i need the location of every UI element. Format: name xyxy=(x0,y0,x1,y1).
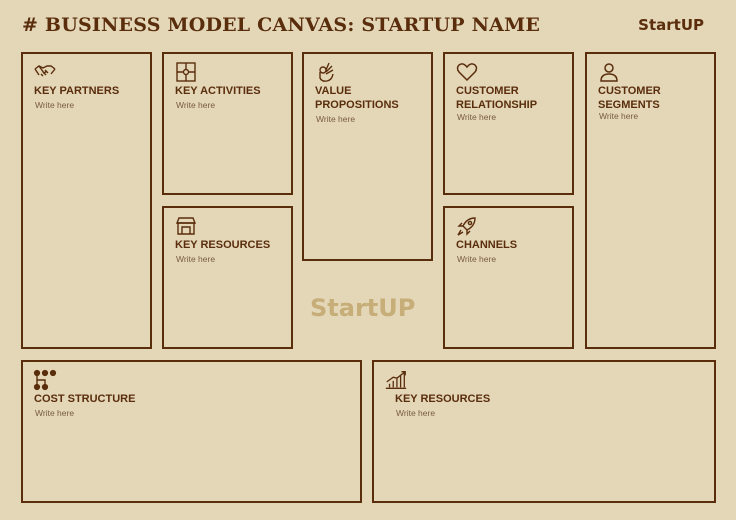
growth-chart-icon xyxy=(384,368,410,392)
puzzle-icon xyxy=(174,60,198,84)
block-title: KEY ACTIVITIES xyxy=(175,85,261,97)
write-here-placeholder[interactable]: Write here xyxy=(176,100,216,110)
brand-logo: StartUP xyxy=(638,16,704,34)
block-customer-segments[interactable]: CUSTOMER SEGMENTS Write here xyxy=(585,52,716,349)
block-title-line: SEGMENTS xyxy=(598,99,660,111)
block-title: VALUE PROPOSITIONS xyxy=(315,84,399,112)
rocket-icon xyxy=(455,214,479,238)
write-here-placeholder[interactable]: Write here xyxy=(35,100,75,110)
block-title: KEY RESOURCES xyxy=(175,239,271,251)
hierarchy-icon xyxy=(33,368,57,392)
block-title: KEY RESOURCES xyxy=(395,393,491,405)
store-icon xyxy=(174,214,198,238)
block-title-line: RELATIONSHIP xyxy=(456,99,538,111)
block-title-line: VALUE xyxy=(315,85,352,97)
ok-hand-icon xyxy=(314,60,338,84)
write-here-placeholder[interactable]: Write here xyxy=(35,408,75,418)
heart-icon xyxy=(455,60,479,84)
write-here-placeholder[interactable]: Write here xyxy=(176,254,216,264)
user-icon xyxy=(597,60,621,84)
handshake-icon xyxy=(33,60,57,84)
write-here-placeholder[interactable]: Write here xyxy=(316,114,356,124)
block-value-propositions[interactable]: VALUE PROPOSITIONS Write here xyxy=(302,52,433,261)
write-here-placeholder[interactable]: Write here xyxy=(396,408,436,418)
block-title: CHANNELS xyxy=(456,239,518,251)
block-key-resources[interactable]: KEY RESOURCES Write here xyxy=(162,206,293,349)
block-key-activities[interactable]: KEY ACTIVITIES Write here xyxy=(162,52,293,195)
block-title: KEY PARTNERS xyxy=(34,85,120,97)
block-cost-structure[interactable]: COST STRUCTURE Write here xyxy=(21,360,362,503)
block-title-line: CUSTOMER xyxy=(598,85,661,97)
block-revenue-streams[interactable]: KEY RESOURCES Write here xyxy=(372,360,716,503)
write-here-placeholder[interactable]: Write here xyxy=(599,111,639,121)
block-title: CUSTOMER RELATIONSHIP xyxy=(456,84,537,112)
block-title-line: CUSTOMER xyxy=(456,85,519,97)
block-title-line: PROPOSITIONS xyxy=(315,99,399,111)
block-key-partners[interactable]: KEY PARTNERS Write here xyxy=(21,52,152,349)
block-customer-relationship[interactable]: CUSTOMER RELATIONSHIP Write here xyxy=(443,52,574,195)
write-here-placeholder[interactable]: Write here xyxy=(457,112,497,122)
page-title: # BUSINESS MODEL CANVAS: STARTUP NAME xyxy=(22,14,541,36)
watermark-logo: StartUP xyxy=(310,294,416,322)
block-channels[interactable]: CHANNELS Write here xyxy=(443,206,574,349)
write-here-placeholder[interactable]: Write here xyxy=(457,254,497,264)
block-title: COST STRUCTURE xyxy=(34,393,136,405)
block-title: CUSTOMER SEGMENTS xyxy=(598,84,661,112)
